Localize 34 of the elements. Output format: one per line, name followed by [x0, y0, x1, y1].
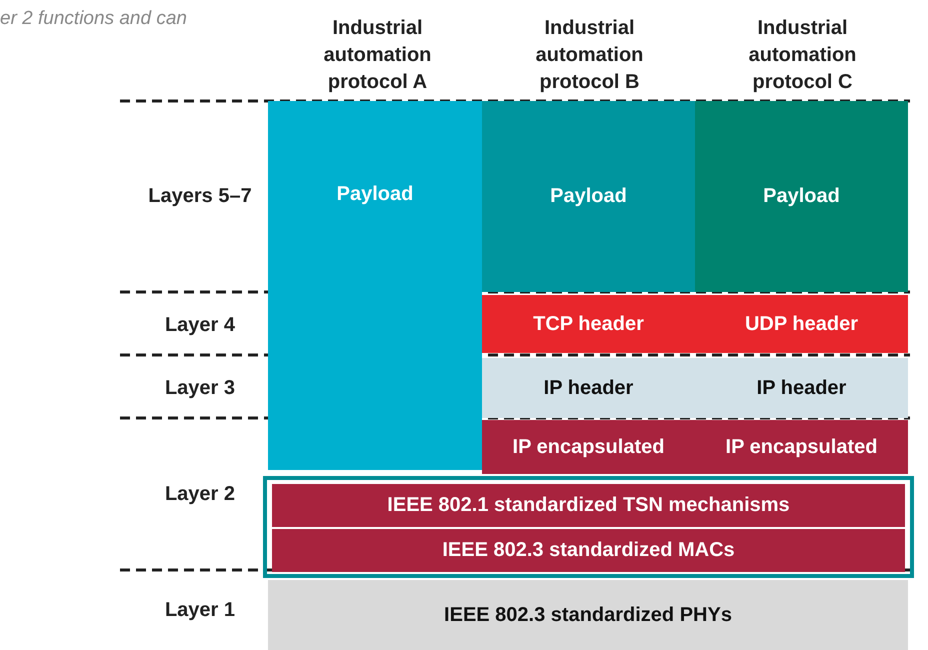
mechanism-block — [272, 484, 905, 527]
block-label: UDP header — [744, 312, 858, 336]
payload-block — [695, 101, 908, 292]
header-block — [695, 358, 908, 418]
block-label: Payload — [336, 183, 414, 206]
block-label: TCP header — [533, 312, 644, 336]
block-label: Payload — [550, 185, 627, 208]
block-label: IEEE 802.1 standardized TSN mechanisms — [387, 494, 790, 517]
row-label: Layers 5–7 — [147, 184, 253, 209]
column-heading: Industrial automation protocol A — [322, 16, 432, 95]
caption-text: er 2 functions and can — [0, 7, 188, 31]
column-heading: Industrial automation protocol C — [748, 16, 858, 95]
block-label: IP encapsulated — [726, 436, 878, 458]
block-label: IP header — [544, 376, 634, 400]
header-block — [695, 295, 908, 353]
encapsulation-block — [695, 420, 908, 474]
layer-2-outline — [263, 476, 914, 578]
row-label: Layer 3 — [164, 376, 236, 401]
encapsulation-block — [482, 420, 695, 474]
block-label: IP header — [756, 376, 846, 400]
row-label: Layer 1 — [164, 598, 236, 623]
payload-block — [268, 101, 482, 470]
column-heading: Industrial automation protocol B — [534, 16, 644, 95]
mac-block — [272, 529, 905, 572]
phy-block — [268, 580, 908, 650]
header-block — [482, 358, 695, 418]
row-label: Layer 2 — [164, 482, 236, 507]
block-label: IEEE 802.3 standardized MACs — [442, 539, 735, 562]
header-block — [482, 295, 695, 353]
block-label: IP encapsulated — [512, 436, 664, 458]
block-label: IEEE 802.3 standardized PHYs — [444, 604, 732, 626]
block-label: Payload — [763, 185, 840, 208]
payload-block — [482, 101, 695, 292]
row-label: Layer 4 — [164, 313, 236, 338]
